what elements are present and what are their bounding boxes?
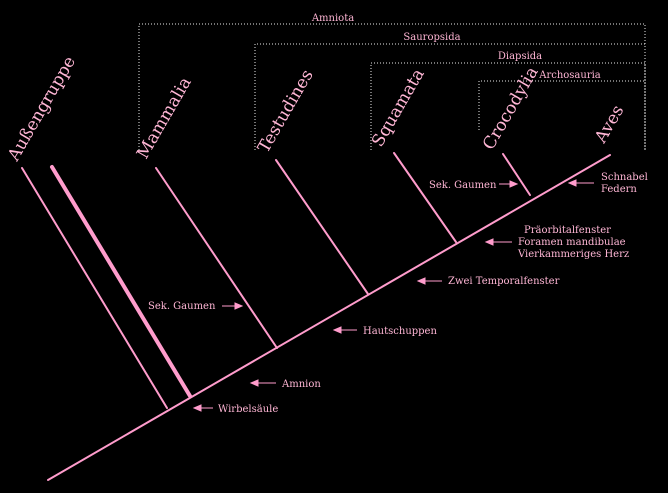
taxon-label-aussengruppe: Außengruppe [4, 53, 81, 166]
character-label-sek-gaumen-mammalia: Sek. Gaumen [148, 301, 216, 312]
character-label-sek-gaumen-crocodylia: Sek. Gaumen [429, 180, 497, 191]
branch-squamata [393, 152, 457, 243]
character-label-wirbelsaeule: Wirbelsäule [218, 404, 278, 415]
group-label-sauropsida: Sauropsida [403, 32, 460, 43]
arrow-sek-gaumen-mammalia [222, 302, 244, 310]
character-label-schnabel: Schnabel [601, 172, 648, 183]
taxon-label-mammalia: Mammalia [133, 74, 196, 163]
branch-aussengruppe [21, 167, 168, 409]
character-arrows [192, 179, 594, 412]
taxon-label-crocodylia: Crocodylia [479, 63, 543, 153]
branch-outgroup-second [50, 165, 192, 398]
arrow-praeorbitalfenster [484, 238, 512, 246]
character-label-vierkammeriges-herz: Vierkammeriges Herz [517, 249, 629, 260]
character-label-zwei-temporalfenster: Zwei Temporalfenster [448, 276, 560, 287]
tree [21, 152, 611, 481]
branch-crocodylia [502, 153, 531, 196]
branch-mammalia [155, 167, 278, 349]
character-label-federn: Federn [601, 184, 637, 195]
character-label-hautschuppen: Hautschuppen [363, 326, 437, 337]
arrow-amnion [249, 379, 276, 387]
arrow-zwei-temporalfenster [416, 277, 442, 285]
group-label-amniota: Amniota [311, 13, 354, 24]
bracket-sauropsida [254, 43, 646, 150]
arrow-hautschuppen [332, 326, 357, 334]
arrow-sek-gaumen-crocodylia [499, 180, 519, 188]
bracket-amniota [138, 23, 646, 150]
group-label-diapsida: Diapsida [498, 51, 542, 62]
arrow-wirbelsaeule [192, 404, 213, 412]
arrow-schnabel-federn [567, 179, 594, 187]
group-brackets [138, 23, 646, 150]
taxon-label-squamata: Squamata [368, 65, 429, 150]
character-label-praeorbitalfenster: Präorbitalfenster [524, 225, 611, 236]
main-stem [47, 154, 611, 481]
taxon-label-aves: Aves [591, 102, 629, 147]
branch-testudines [275, 159, 369, 295]
group-label-archosauria: Archosauria [538, 70, 601, 81]
character-label-foramen-mandibulae: Foramen mandibulae [518, 237, 626, 248]
bracket-archosauria [478, 80, 646, 130]
taxon-label-testudines: Testudines [254, 66, 318, 156]
character-label-amnion: Amnion [281, 379, 321, 390]
